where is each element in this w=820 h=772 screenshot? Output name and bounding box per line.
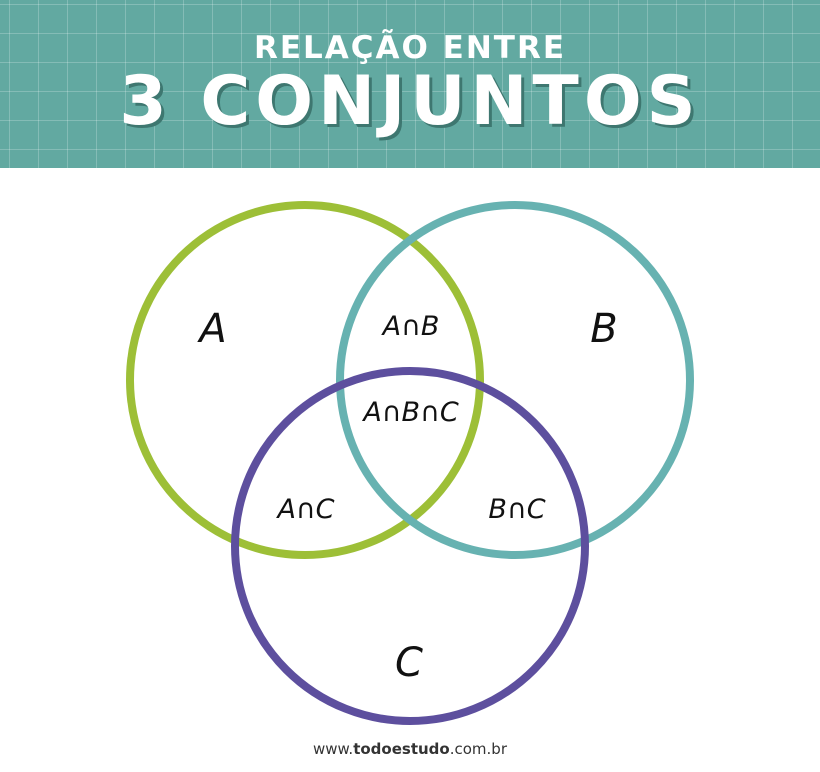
label-a-intersect-b-intersect-c: A∩B∩C [361, 397, 459, 428]
header-banner: RELAÇÃO ENTRE 3 CONJUNTOS [0, 0, 820, 168]
label-b: B [590, 306, 617, 352]
circle-set-a [126, 201, 484, 559]
footer-brand: todoestudo [353, 740, 450, 758]
label-a-intersect-c: A∩C [275, 494, 334, 525]
page-title: 3 CONJUNTOS [119, 62, 701, 141]
venn-diagram: A B C A∩B A∩B∩C A∩C B∩C [126, 201, 694, 725]
label-a: A [196, 306, 226, 352]
label-a-intersect-b: A∩B [381, 311, 440, 342]
footer-prefix: www. [313, 740, 354, 758]
label-c: C [395, 640, 423, 686]
subtitle: RELAÇÃO ENTRE [254, 30, 566, 66]
circle-set-b [336, 201, 694, 559]
label-b-intersect-c: B∩C [488, 494, 545, 525]
footer-url: www.todoestudo.com.br [0, 740, 820, 758]
circle-set-c [231, 367, 589, 725]
footer-suffix: .com.br [449, 740, 507, 758]
